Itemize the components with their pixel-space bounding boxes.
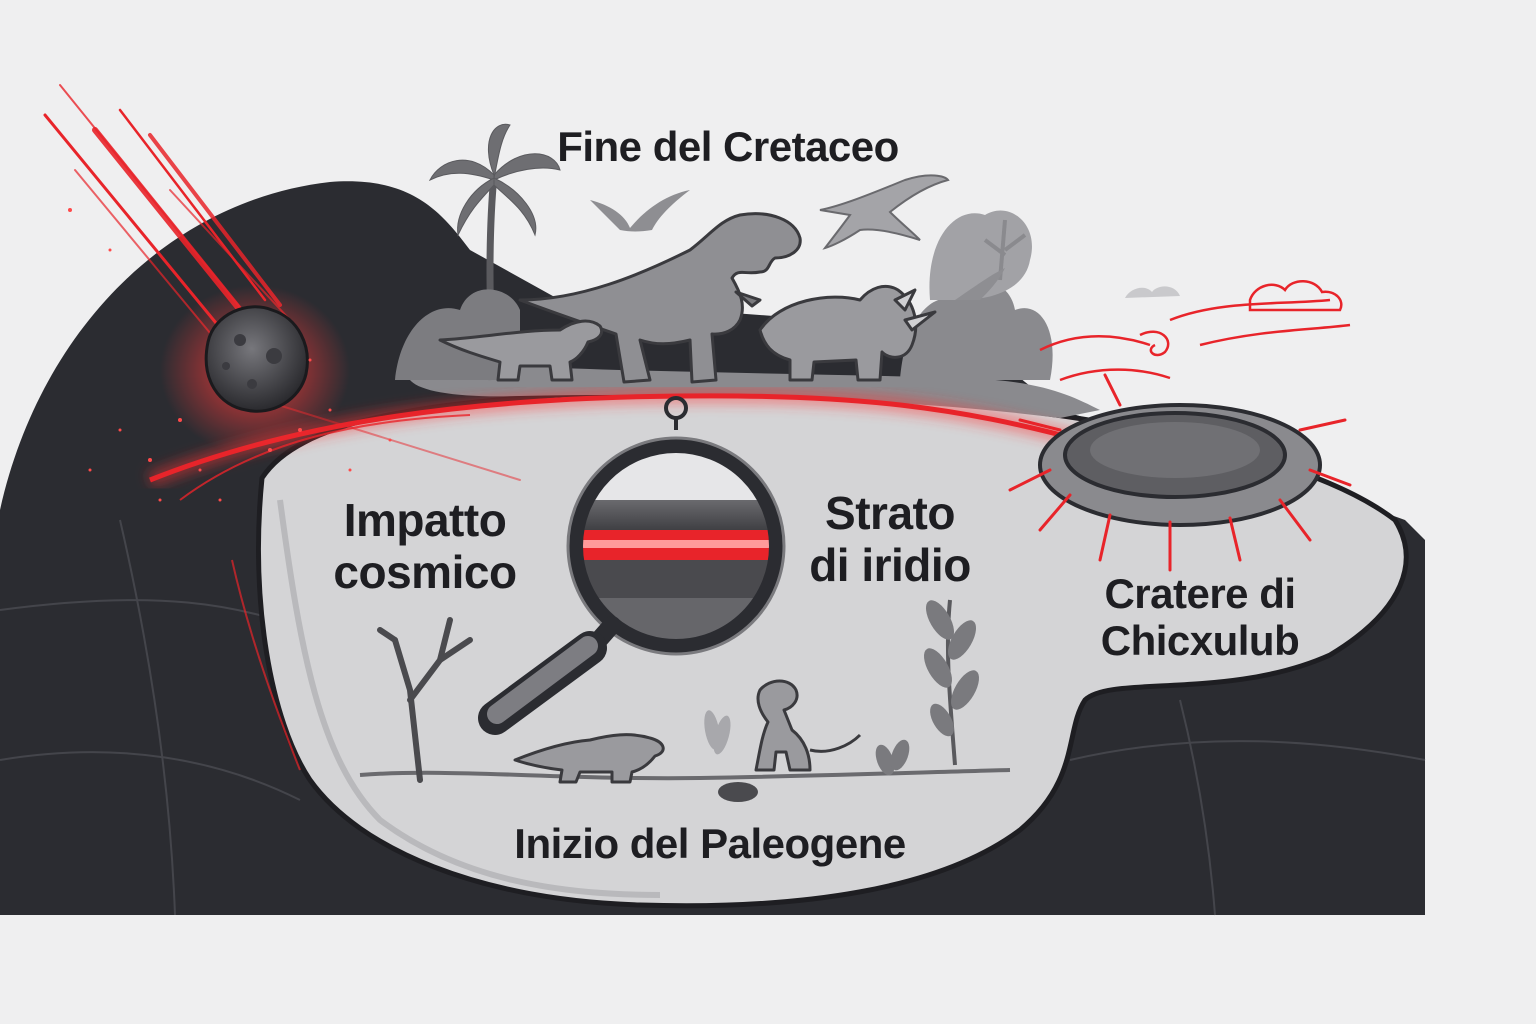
label-line: Cratere di xyxy=(1104,570,1296,617)
mammal-icon xyxy=(513,733,665,784)
raptor-icon xyxy=(438,319,604,382)
t-rex-icon xyxy=(518,212,802,384)
dead-tree-icon xyxy=(377,617,473,783)
asteroid-icon xyxy=(204,305,309,413)
label-cosmic-impact: Impatto cosmico xyxy=(300,494,550,598)
magnifying-glass-icon xyxy=(478,396,786,735)
label-line: di iridio xyxy=(809,538,971,591)
impact-sparks xyxy=(68,208,392,502)
bowl-inner-shade xyxy=(277,499,661,898)
mammal-icon xyxy=(754,679,862,772)
label-line: Chicxulub xyxy=(1100,617,1300,665)
label-end-cretaceous: Fine del Cretaceo xyxy=(557,123,899,170)
pterosaur-icon xyxy=(590,174,1005,300)
label-iridium-layer: Strato di iridio xyxy=(790,487,990,591)
label-line: Strato xyxy=(825,487,955,539)
label-line: Impatto xyxy=(343,494,507,546)
red-arc xyxy=(179,414,471,501)
label-chicxulub-crater: Cratere di Chicxulub xyxy=(1080,570,1320,664)
rock xyxy=(718,782,758,802)
triceratops-icon xyxy=(758,284,937,382)
label-start-paleogene: Inizio del Paleogene xyxy=(514,820,906,867)
shockwave-lines xyxy=(1039,298,1351,382)
red-arc xyxy=(231,559,301,771)
cloud-icon xyxy=(1125,280,1343,312)
fern-icon xyxy=(704,599,979,776)
paleogene-ground xyxy=(359,768,1011,781)
crater-icon xyxy=(1008,373,1352,572)
label-line: cosmico xyxy=(333,545,517,598)
